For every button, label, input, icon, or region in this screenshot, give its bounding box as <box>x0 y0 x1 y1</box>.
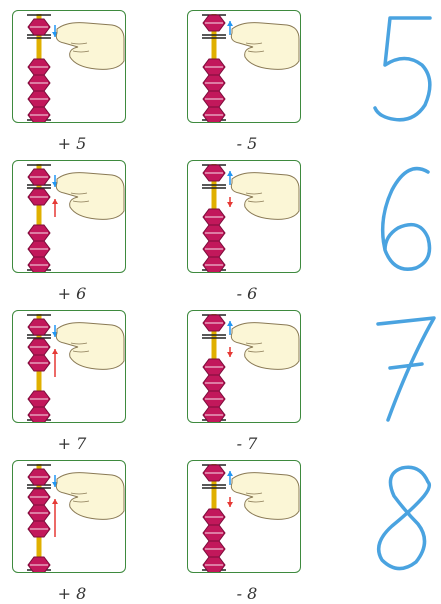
abacus-illustration <box>188 161 301 273</box>
lower-bead <box>28 391 50 407</box>
hand-icon <box>231 173 299 220</box>
lower-bead <box>203 375 225 391</box>
lower-bead <box>203 209 225 225</box>
up-arrow-icon <box>52 349 58 377</box>
hand-icon <box>56 473 124 520</box>
upper-bead <box>28 319 50 335</box>
lower-bead <box>203 59 225 75</box>
abacus-illustration <box>13 11 126 123</box>
upper-bead <box>28 19 50 35</box>
plus-abacus-card <box>12 10 126 123</box>
up-arrow-icon <box>52 499 58 537</box>
minus-label: - 5 <box>217 134 277 153</box>
abacus-illustration <box>188 311 301 423</box>
handwritten-digit-7 <box>370 310 440 430</box>
lower-bead <box>28 355 50 371</box>
lower-bead <box>203 91 225 107</box>
lower-bead <box>28 225 50 241</box>
minus-abacus-card <box>187 10 301 123</box>
hand-icon <box>231 23 299 70</box>
abacus-illustration <box>13 161 126 273</box>
plus-label: + 8 <box>42 584 102 603</box>
plus-abacus-card <box>12 460 126 573</box>
upper-bead <box>203 165 225 181</box>
lower-bead <box>28 241 50 257</box>
up-arrow-icon <box>52 199 58 217</box>
lower-bead <box>203 359 225 375</box>
lower-bead <box>203 241 225 257</box>
hand-icon <box>56 23 124 70</box>
plus-label: + 7 <box>42 434 102 453</box>
abacus-illustration <box>13 461 126 573</box>
abacus-illustration <box>13 311 126 423</box>
lower-bead <box>203 391 225 407</box>
lower-bead <box>203 525 225 541</box>
upper-bead <box>203 315 225 331</box>
minus-abacus-card <box>187 160 301 273</box>
lower-bead <box>28 505 50 521</box>
lower-bead <box>28 521 50 537</box>
lower-bead <box>28 75 50 91</box>
handwritten-digit-5 <box>370 10 440 130</box>
down-arrow-icon <box>227 197 233 207</box>
minus-abacus-card <box>187 460 301 573</box>
lower-bead <box>28 489 50 505</box>
hand-icon <box>231 323 299 370</box>
plus-abacus-card <box>12 160 126 273</box>
upper-bead <box>203 15 225 31</box>
hand-icon <box>231 473 299 520</box>
lower-bead <box>203 75 225 91</box>
abacus-illustration <box>188 461 301 573</box>
lower-bead <box>28 339 50 355</box>
down-arrow-icon <box>227 347 233 357</box>
plus-label: + 6 <box>42 284 102 303</box>
lower-bead <box>28 91 50 107</box>
lower-bead <box>203 541 225 557</box>
minus-abacus-card <box>187 310 301 423</box>
lower-bead <box>203 509 225 525</box>
handwritten-digit-6 <box>370 160 440 280</box>
minus-label: - 6 <box>217 284 277 303</box>
abacus-illustration <box>188 11 301 123</box>
minus-label: - 8 <box>217 584 277 603</box>
hand-icon <box>56 173 124 220</box>
upper-bead <box>28 469 50 485</box>
lower-bead <box>28 59 50 75</box>
down-arrow-icon <box>227 497 233 507</box>
upper-bead <box>28 169 50 185</box>
handwritten-digit-8 <box>370 460 440 580</box>
lower-bead <box>28 189 50 205</box>
plus-abacus-card <box>12 310 126 423</box>
minus-label: - 7 <box>217 434 277 453</box>
plus-label: + 5 <box>42 134 102 153</box>
upper-bead <box>203 465 225 481</box>
hand-icon <box>56 323 124 370</box>
lower-bead <box>203 225 225 241</box>
